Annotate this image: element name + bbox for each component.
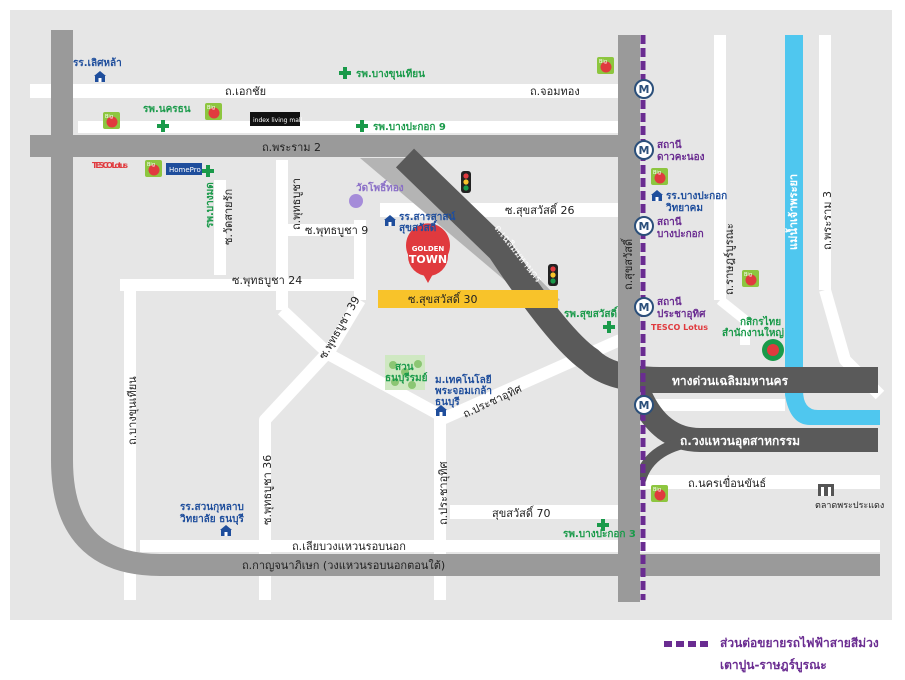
suksawat30-road bbox=[378, 290, 558, 308]
tesco-lotus-logo: TESCO Lotus bbox=[92, 161, 128, 170]
metro-station-icon[interactable] bbox=[634, 395, 654, 415]
poi-school-bangpakok-2: วิทยาคม bbox=[666, 202, 703, 214]
golden-town-pin-icon: GOLDEN TOWN bbox=[406, 223, 451, 283]
big-c-store-icon bbox=[651, 168, 668, 185]
road-label-phutthabucha24: ซ.พุทธบูชา 24 bbox=[232, 274, 302, 287]
metro-station-icon[interactable] bbox=[634, 140, 654, 160]
traffic-light-icon bbox=[548, 264, 558, 286]
road-label-chomthong: ถ.จอมทอง bbox=[530, 85, 580, 98]
road-label-phutthabucha9: ซ.พุทธบูชา 9 bbox=[305, 224, 368, 237]
map-background bbox=[10, 10, 892, 620]
poi-hosp-bangpakok9: รพ.บางปะกอก 9 bbox=[373, 121, 446, 133]
station-dao-khanong-line2: ดาวคะนอง bbox=[657, 152, 705, 163]
road-label-ekachai: ถ.เอกชัย bbox=[225, 85, 266, 98]
index-living-mall-logo: index living mall bbox=[250, 112, 303, 126]
industrial-ring-ramp bbox=[634, 434, 701, 482]
big-c-store-icon bbox=[205, 103, 222, 120]
big-c-store-icon bbox=[145, 160, 162, 177]
river-label: แม่น้ำเจ้าพระยา bbox=[785, 174, 800, 250]
poi-kmutt-1: ม.เทคโนโลยี bbox=[435, 373, 492, 386]
road-label-suksawat: ถ.สุขสวัสดิ์ bbox=[620, 237, 635, 290]
poi-kasikorn-1: กสิกรไทย bbox=[740, 315, 781, 328]
poi-kmutt-2: พระจอมเกล้า bbox=[435, 385, 492, 397]
road-label-rama2: ถ.พระราม 2 bbox=[262, 141, 321, 154]
poi-kasikorn-2: สำนักงานใหญ่ bbox=[722, 326, 784, 339]
chao-phraya-river bbox=[785, 35, 803, 390]
road-label-wat-sai: ซ.วัดสายรัก bbox=[222, 189, 235, 245]
big-c-store-icon bbox=[742, 270, 759, 287]
road-label-expressway: ทางด่วนเฉลิมมหานคร bbox=[672, 374, 789, 388]
poi-school-sarasas-2: สุขสวัสดิ์ bbox=[399, 220, 438, 234]
poi-hosp-nakhon: รพ.นครธน bbox=[143, 104, 191, 115]
purple-line-legend-swatch bbox=[664, 641, 712, 647]
svg-text:TESCO Lotus: TESCO Lotus bbox=[651, 323, 708, 332]
station-bangpakok-line1: สถานี bbox=[657, 216, 682, 228]
station-bangpakok-line2: บางปะกอก bbox=[657, 228, 704, 240]
traffic-light-icon bbox=[461, 171, 471, 193]
poi-market: ตลาดพระประแดง bbox=[815, 501, 884, 511]
road-label-phutthabucha: ถ.พุทธบูชา bbox=[290, 178, 303, 230]
metro-station-icon[interactable] bbox=[634, 216, 654, 236]
road-label-suksawat70: สุขสวัสดิ์ 70 bbox=[492, 505, 550, 520]
svg-text:GOLDEN: GOLDEN bbox=[412, 245, 445, 253]
poi-hosp-bangkhunthian: รพ.บางขุนเทียน bbox=[356, 68, 425, 80]
poi-hosp-bangmod: รพ.บางมด bbox=[205, 182, 216, 228]
river-bend bbox=[785, 380, 880, 425]
poi-park-2: ธนบุรีรมย์ bbox=[385, 372, 428, 384]
metro-station-icon[interactable] bbox=[634, 297, 654, 317]
poi-school-bangpakok-1: รร.บางปะกอก bbox=[666, 190, 727, 202]
tesco-lotus-logo: TESCO Lotus bbox=[651, 323, 708, 332]
temple-icon bbox=[349, 194, 363, 208]
legend-label-line2: เตาปูน-ราษฎร์บูรณะ bbox=[720, 658, 827, 672]
legend-label-line1: ส่วนต่อขยายรถไฟฟ้าสายสีม่วง bbox=[720, 636, 879, 650]
station-dao-khanong-line1: สถานี bbox=[657, 139, 682, 151]
big-c-store-icon bbox=[103, 112, 120, 129]
svg-text:HomePro: HomePro bbox=[169, 166, 201, 174]
road-label-nakhon-khuean-khan: ถ.นครเขื่อนขันธ์ bbox=[688, 475, 766, 490]
big-c-store-icon bbox=[651, 485, 668, 502]
map-legend: ส่วนต่อขยายรถไฟฟ้าสายสีม่วง เตาปูน-ราษฎร… bbox=[664, 634, 900, 676]
park-tree-icons bbox=[389, 360, 422, 389]
poi-hosp-bangpakok3: รพ.บางปะกอก 3 bbox=[563, 528, 636, 540]
road-label-rat-burana: ถ.ราษฎร์บูรณะ bbox=[723, 223, 736, 295]
poi-school-suankularb-2: วิทยาลัย ธนบุรี bbox=[180, 513, 245, 525]
road-label-bangkhunthian: ถ.บางขุนเทียน bbox=[126, 376, 139, 445]
road-label-suksawat30: ซ.สุขสวัสดิ์ 30 bbox=[408, 291, 477, 306]
svg-text:index living mall: index living mall bbox=[253, 117, 303, 124]
poi-school-lertla: รร.เลิศหล้า bbox=[73, 57, 122, 69]
road-label-industrial-ring: ถ.วงแหวนอุตสาหกรรม bbox=[680, 434, 800, 449]
poi-school-suankularb-1: รร.สวนกุหลาบ bbox=[180, 502, 244, 513]
poi-school-sarasas-1: รร.สารสาสน์ bbox=[399, 211, 455, 223]
metro-station-icon[interactable] bbox=[634, 79, 654, 99]
road-label-kanchanaphisek: ถ.กาญจนาภิเษก (วงแหวนรอบนอกตอนใต้) bbox=[242, 559, 445, 572]
poi-wat-phothong: วัดโพธิ์ทอง bbox=[356, 180, 404, 194]
road-label-liap-wongwaen: ถ.เลียบวงแหวนรอบนอก bbox=[292, 540, 406, 553]
homepro-logo: HomePro bbox=[166, 163, 202, 175]
road-label-pracha-uthit-vert: ถ.ประชาอุทิศ bbox=[437, 462, 450, 525]
kasikorn-bank-logo-inner bbox=[767, 344, 779, 356]
suksawat-road bbox=[618, 35, 640, 602]
station-pracha-uthit-line1: สถานี bbox=[657, 296, 682, 308]
big-c-store-icon bbox=[597, 57, 614, 74]
road-label-rama3: ถ.พระราม 3 bbox=[821, 191, 834, 250]
svg-text:TESCO Lotus: TESCO Lotus bbox=[92, 161, 128, 170]
poi-park-1: สวน bbox=[395, 362, 414, 373]
road-label-phutthabucha36: ซ.พุทธบูชา 36 bbox=[261, 455, 274, 525]
poi-kmutt-3: ธนบุรี bbox=[435, 396, 460, 408]
road-label-suksawat26: ซ.สุขสวัสดิ์ 26 bbox=[505, 202, 574, 217]
poi-hosp-suksawat: รพ.สุขสวัสดิ์ bbox=[564, 306, 619, 320]
kanchanaphisek-road bbox=[51, 30, 880, 576]
station-pracha-uthit-line2: ประชาอุทิศ bbox=[657, 308, 706, 320]
market-icon bbox=[818, 484, 834, 496]
svg-text:TOWN: TOWN bbox=[409, 253, 447, 266]
